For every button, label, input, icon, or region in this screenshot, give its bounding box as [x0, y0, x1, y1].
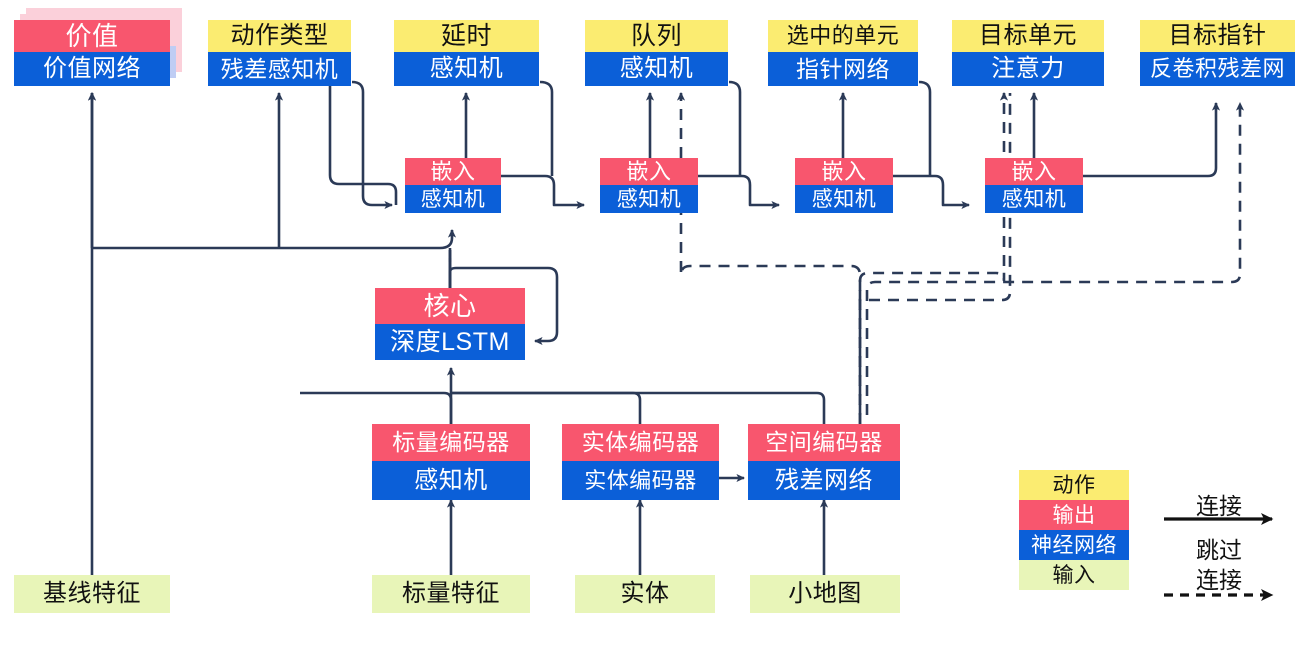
- head-value-title: 价值: [14, 20, 170, 52]
- embedding-1-network: 感知机: [405, 185, 501, 213]
- legend-swatch-input: 输入: [1019, 560, 1129, 590]
- encoder-scalar[interactable]: 标量编码器 感知机: [372, 424, 530, 500]
- head-target-point-title: 目标指针: [1140, 20, 1295, 52]
- embedding-1[interactable]: 嵌入 感知机: [405, 158, 501, 213]
- input-scalar-features-label: 标量特征: [372, 575, 530, 613]
- input-entities[interactable]: 实体: [575, 575, 715, 613]
- head-delay-network: 感知机: [394, 52, 539, 86]
- embedding-2-network: 感知机: [600, 185, 698, 213]
- core-network: 深度LSTM: [375, 324, 525, 360]
- embedding-1-title: 嵌入: [405, 158, 501, 185]
- head-selected-units[interactable]: 选中的单元 指针网络: [768, 20, 918, 86]
- encoder-entity-title: 实体编码器: [562, 424, 719, 461]
- core-title: 核心: [375, 288, 525, 324]
- input-minimap-label: 小地图: [750, 575, 900, 613]
- head-value[interactable]: 价值 价值网络: [14, 20, 170, 86]
- embedding-3-network: 感知机: [795, 185, 893, 213]
- head-target-unit-title: 目标单元: [952, 20, 1104, 52]
- head-delay[interactable]: 延时 感知机: [394, 20, 539, 86]
- encoder-entity-network: 实体编码器: [562, 461, 719, 500]
- encoder-spatial-network: 残差网络: [748, 461, 900, 500]
- encoder-scalar-title: 标量编码器: [372, 424, 530, 461]
- legend-skip-label-line1: 跳过: [1196, 537, 1242, 563]
- head-selected-units-network: 指针网络: [768, 52, 918, 86]
- input-baseline-features-label: 基线特征: [14, 575, 170, 613]
- head-target-unit[interactable]: 目标单元 注意力: [952, 20, 1104, 86]
- head-action-type[interactable]: 动作类型 残差感知机: [208, 20, 351, 86]
- input-entities-label: 实体: [575, 575, 715, 613]
- input-minimap[interactable]: 小地图: [750, 575, 900, 613]
- legend-swatch-network: 神经网络: [1019, 530, 1129, 560]
- embedding-4-network: 感知机: [985, 185, 1083, 213]
- head-queue[interactable]: 队列 感知机: [585, 20, 728, 86]
- embedding-3[interactable]: 嵌入 感知机: [795, 158, 893, 213]
- encoder-spatial[interactable]: 空间编码器 残差网络: [748, 424, 900, 500]
- legend-skip-label-line2: 连接: [1196, 567, 1242, 593]
- head-selected-units-title: 选中的单元: [768, 20, 918, 52]
- embedding-2-title: 嵌入: [600, 158, 698, 185]
- head-value-network: 价值网络: [14, 52, 170, 86]
- input-baseline-features[interactable]: 基线特征: [14, 575, 170, 613]
- head-target-point[interactable]: 目标指针 反卷积残差网: [1140, 20, 1295, 86]
- embedding-2[interactable]: 嵌入 感知机: [600, 158, 698, 213]
- encoder-spatial-title: 空间编码器: [748, 424, 900, 461]
- legend-swatch-action: 动作: [1019, 470, 1129, 500]
- head-queue-network: 感知机: [585, 52, 728, 86]
- input-scalar-features[interactable]: 标量特征: [372, 575, 530, 613]
- embedding-3-title: 嵌入: [795, 158, 893, 185]
- head-action-type-network: 残差感知机: [208, 52, 351, 86]
- legend-swatches: 动作 输出 神经网络 输入: [1019, 470, 1129, 590]
- head-target-point-network: 反卷积残差网: [1140, 52, 1295, 86]
- encoder-scalar-network: 感知机: [372, 461, 530, 500]
- head-queue-title: 队列: [585, 20, 728, 52]
- core-module[interactable]: 核心 深度LSTM: [375, 288, 525, 360]
- embedding-4[interactable]: 嵌入 感知机: [985, 158, 1083, 213]
- legend-connection-label: 连接: [1196, 493, 1242, 519]
- legend-swatch-output: 输出: [1019, 500, 1129, 530]
- head-delay-title: 延时: [394, 20, 539, 52]
- head-target-unit-network: 注意力: [952, 52, 1104, 86]
- head-action-type-title: 动作类型: [208, 20, 351, 52]
- embedding-4-title: 嵌入: [985, 158, 1083, 185]
- encoder-entity[interactable]: 实体编码器 实体编码器: [562, 424, 719, 500]
